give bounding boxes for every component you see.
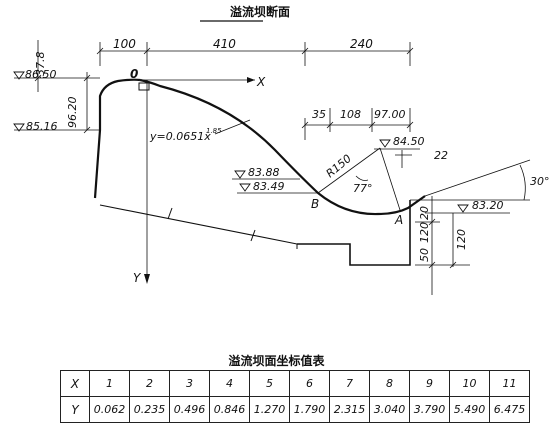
dim-410: 410: [213, 37, 236, 51]
y-cell: 0.235: [129, 396, 170, 423]
origin-label: 0: [130, 67, 138, 81]
radius-line-1: [317, 147, 381, 194]
elev-84-50: 84.50: [393, 135, 425, 148]
equation-base: y=0.0651x: [149, 130, 211, 143]
x-cell: 9: [409, 370, 450, 397]
point-b: B: [311, 197, 319, 211]
x-axis-label: X: [256, 75, 266, 89]
x-cell: 4: [209, 370, 250, 397]
drawing-title: 溢流坝断面: [230, 4, 290, 19]
dim-37-8: 37.8: [34, 52, 47, 77]
point-a: A: [394, 213, 403, 227]
foundation-line: [99, 204, 298, 245]
y-cell: 3.790: [409, 396, 450, 423]
dim-50: 50: [418, 248, 431, 262]
y-cell: 0.496: [169, 396, 210, 423]
mid-dimension-line: [301, 108, 414, 140]
spillway-profile: [139, 78, 426, 216]
x-cell: 7: [329, 370, 370, 397]
left-vertical-dims: [14, 40, 100, 134]
elev-86-50: 86.50: [25, 68, 57, 81]
table-row-y: Y 0.062 0.235 0.496 0.846 1.270 1.790 2.…: [60, 396, 530, 423]
equation-exp: 1.85: [206, 127, 222, 135]
elevation-86-50-marker: [13, 71, 25, 80]
dim-120-a: 120: [418, 222, 431, 243]
dim-35: 35: [312, 108, 326, 121]
x-axis-arrow: [247, 77, 255, 83]
y-cell: 1.790: [289, 396, 330, 423]
y-cell: 1.270: [249, 396, 290, 423]
table-row-x: X 1 2 3 4 5 6 7 8 9 10 11: [60, 370, 530, 397]
x-cell: 3: [169, 370, 210, 397]
break-mark-2: [250, 229, 256, 242]
elev-83-88: 83.88: [248, 166, 280, 179]
apron-outline: [297, 200, 411, 266]
y-axis-label: Y: [133, 271, 142, 285]
x-cell: 2: [129, 370, 170, 397]
radius-label: R150: [324, 152, 354, 180]
angle-30-arc: [519, 164, 526, 201]
x-cell: 6: [289, 370, 330, 397]
elevation-83-20-marker: [457, 204, 469, 213]
jet-angle-line: [424, 159, 531, 197]
upstream-face: [93, 78, 141, 199]
equation-leader: [214, 119, 251, 135]
dim-96-20: 96.20: [66, 97, 79, 129]
elev-83-49: 83.49: [253, 180, 285, 193]
elevation-83-88-marker: [234, 170, 246, 179]
elevation-83-49-marker: [239, 183, 251, 192]
x-header: X: [60, 370, 90, 397]
top-dimension-line: [96, 42, 414, 66]
coordinate-table: X 1 2 3 4 5 6 7 8 9 10 11 Y 0.062 0.235 …: [60, 370, 530, 423]
table-title: 溢流坝面坐标值表: [228, 354, 325, 368]
radius-line-2: [379, 147, 401, 211]
dim-22: 22: [434, 149, 448, 162]
elev-85-16: 85.16: [26, 120, 58, 133]
break-mark-1: [167, 207, 173, 220]
dim-120-b: 120: [455, 229, 468, 250]
dim-240: 240: [350, 37, 373, 51]
y-cell: 5.490: [449, 396, 490, 423]
y-axis-arrow: [144, 274, 150, 284]
y-cell: 0.062: [89, 396, 130, 423]
x-cell: 1: [89, 370, 130, 397]
x-cell: 8: [369, 370, 410, 397]
x-cell: 10: [449, 370, 490, 397]
y-cell: 0.846: [209, 396, 250, 423]
x-cell: 11: [489, 370, 530, 397]
y-cell: 3.040: [369, 396, 410, 423]
y-cell: 6.475: [489, 396, 530, 423]
origin-box: [138, 82, 150, 91]
y-header: Y: [60, 396, 90, 423]
dim-97: 97.00: [374, 108, 406, 121]
angle-77-arc: [355, 175, 369, 181]
dim-100: 100: [113, 37, 136, 51]
right-vertical-dims: [415, 196, 470, 295]
angle-30: 30°: [530, 175, 550, 188]
angle-77: 77°: [353, 182, 373, 195]
elevation-84-50-marker: [379, 139, 391, 148]
dim-108: 108: [340, 108, 361, 121]
elev-83-20: 83.20: [472, 199, 504, 212]
x-cell: 5: [249, 370, 290, 397]
dim-20: 20: [418, 206, 431, 220]
y-cell: 2.315: [329, 396, 370, 423]
elevation-85-16-marker: [13, 123, 25, 132]
